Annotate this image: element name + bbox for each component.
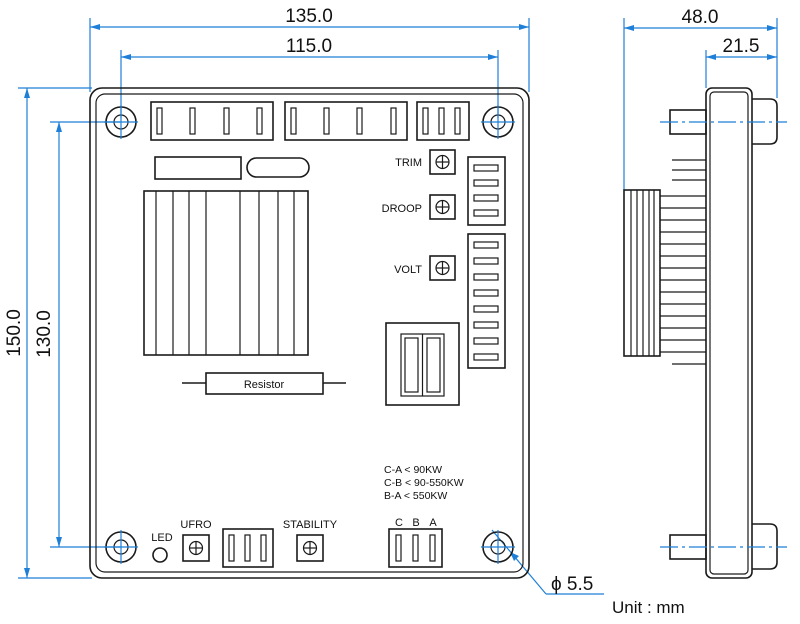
terminal-block-top-2	[284, 101, 408, 141]
terminal-a-label: A	[429, 517, 437, 529]
side-view	[623, 87, 787, 579]
mounting-hole-top-right	[481, 105, 515, 139]
mounting-hole-bottom-right	[481, 530, 515, 564]
terminal-block-top-1	[150, 101, 274, 141]
mounting-hole-bottom-left	[104, 530, 138, 564]
board-outline	[89, 87, 530, 579]
heatsink	[143, 190, 309, 356]
volt-label: VOLT	[394, 264, 422, 276]
terminal-block-cba	[388, 528, 443, 568]
side-component-pins	[660, 159, 706, 365]
resistor	[182, 372, 346, 395]
connector-right-lower	[467, 233, 506, 369]
dim-height-overall: 150.0	[4, 309, 25, 357]
dim-hole-diameter: ϕ 5.5	[551, 574, 593, 595]
board-inner-outline	[95, 93, 524, 573]
connector-right-upper	[467, 156, 506, 226]
side-heatsink	[623, 189, 661, 357]
led-indicator	[152, 547, 168, 563]
note-line-1: C-A < 90KW	[384, 464, 442, 476]
dimension-lines	[18, 18, 778, 595]
terminal-b-label: B	[412, 517, 419, 529]
note-line-2: C-B < 90-550KW	[384, 477, 464, 489]
volt-pot	[429, 255, 456, 281]
component-rounded	[246, 157, 310, 178]
ufro-label: UFRO	[180, 519, 212, 531]
terminal-c-label: C	[395, 517, 403, 529]
unit-label: Unit : mm	[612, 598, 685, 617]
droop-label: DROOP	[382, 203, 422, 215]
component-rect	[154, 156, 242, 180]
resistor-label: Resistor	[244, 379, 285, 391]
stability-pot	[296, 534, 324, 562]
led-label: LED	[151, 532, 172, 544]
front-view: Resistor TRIM DROOP VOLT	[89, 87, 530, 579]
dim-depth-partial: 21.5	[723, 36, 760, 57]
dim-width-holes: 115.0	[286, 36, 332, 57]
mounting-hole-top-left	[104, 105, 138, 139]
droop-pot	[429, 194, 456, 220]
terminal-block-top-3	[416, 101, 470, 141]
stability-label: STABILITY	[283, 519, 338, 531]
trim-label: TRIM	[395, 157, 422, 169]
side-body	[705, 87, 753, 579]
dim-depth-overall: 48.0	[682, 7, 719, 28]
power-module	[385, 322, 460, 406]
ufro-pot	[182, 534, 210, 562]
terminal-block-bottom-1	[222, 528, 274, 568]
dim-width-overall: 135.0	[285, 6, 333, 27]
note-line-3: B-A < 550KW	[384, 490, 447, 502]
trim-pot	[429, 149, 456, 175]
dim-height-holes: 130.0	[34, 310, 55, 358]
